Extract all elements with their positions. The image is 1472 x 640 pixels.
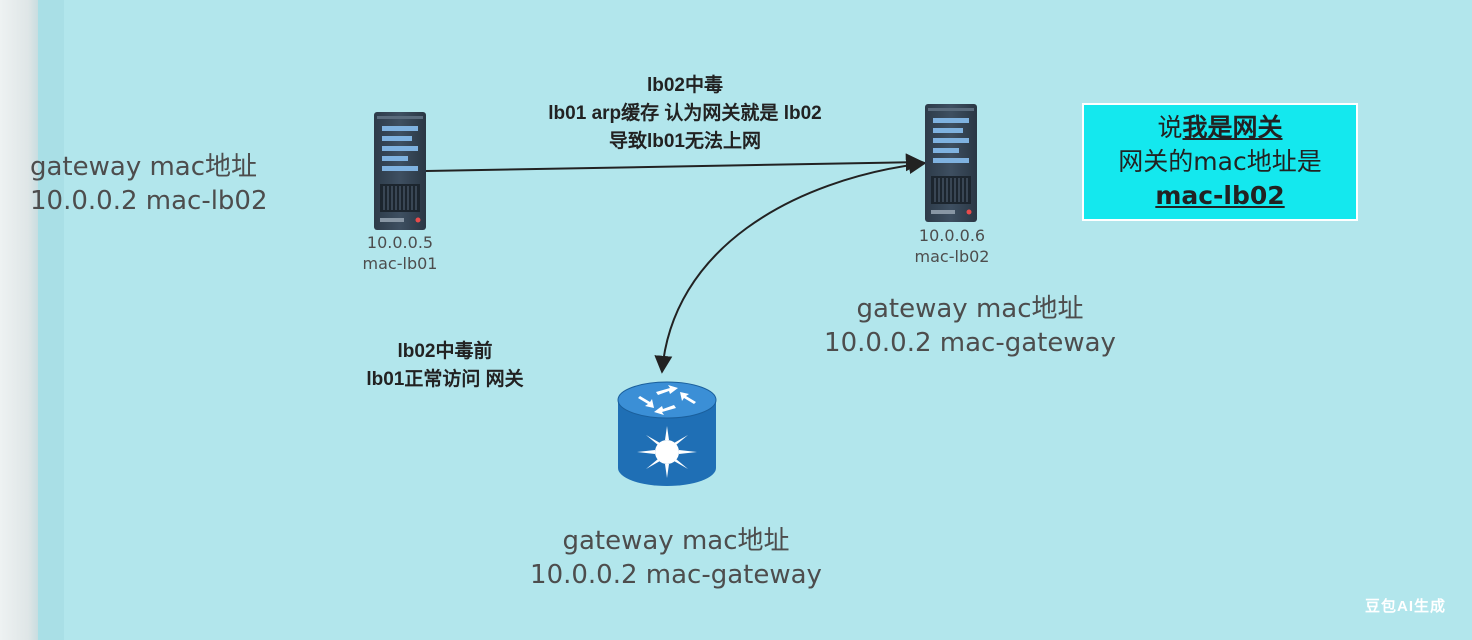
arrow-note-line2: lb01 arp缓存 认为网关就是 lb02 (548, 103, 822, 124)
callout-line2: 网关的mac地址是 (1118, 147, 1322, 176)
router-gateway-line1: gateway mac地址 (562, 526, 790, 556)
arrow-lb01-to-lb02 (425, 153, 924, 172)
left-gateway-line2: 10.0.0.2 mac-lb02 (30, 186, 268, 216)
router-gateway-line2: 10.0.0.2 mac-gateway (530, 560, 822, 590)
left-gateway-line1: gateway mac地址 (30, 152, 258, 182)
arrow-note-line1: lb02中毒 (646, 75, 724, 96)
lb02-label: 10.0.0.6 mac-lb02 (892, 225, 1012, 267)
watermark-text: 豆包AI生成 (1364, 598, 1446, 615)
lb01-ip: 10.0.0.5 (366, 233, 434, 252)
server-icon (925, 104, 977, 222)
lb02-gateway-line2: 10.0.0.2 mac-gateway (824, 328, 1116, 358)
arrow-router-lb02 (654, 156, 927, 374)
lb02-gateway-line1: gateway mac地址 (856, 294, 1084, 324)
arrow-note-line3: 导致lb01无法上网 (608, 131, 762, 152)
callout-box: 说我是网关 网关的mac地址是 mac-lb02 (1082, 103, 1358, 221)
lb02-ip: 10.0.0.6 (918, 226, 986, 245)
callout-emph: 我是网关 (1182, 113, 1283, 142)
before-note: lb02中毒前 lb01正常访问 网关 (335, 338, 555, 394)
left-edge-bar (0, 0, 38, 640)
callout-line3: mac-lb02 (1155, 181, 1285, 210)
left-edge-shadow (38, 0, 64, 640)
lb02-gateway-label: gateway mac地址 10.0.0.2 mac-gateway (820, 292, 1120, 360)
lb02-mac: mac-lb02 (914, 247, 990, 266)
server-icon (374, 112, 426, 230)
callout-prefix: 说 (1157, 113, 1183, 142)
before-note-line2: lb01正常访问 网关 (366, 369, 524, 390)
before-note-line1: lb02中毒前 (397, 341, 493, 362)
lb01-mac: mac-lb01 (362, 254, 438, 273)
lb01-label: 10.0.0.5 mac-lb01 (340, 232, 460, 274)
arrow-note: lb02中毒 lb01 arp缓存 认为网关就是 lb02 导致lb01无法上网 (505, 72, 865, 156)
router-gateway-label: gateway mac地址 10.0.0.2 mac-gateway (526, 524, 826, 592)
callout-line1: 说我是网关 (1084, 111, 1356, 145)
left-gateway-label: gateway mac地址 10.0.0.2 mac-lb02 (30, 150, 268, 218)
router-icon (617, 381, 717, 486)
